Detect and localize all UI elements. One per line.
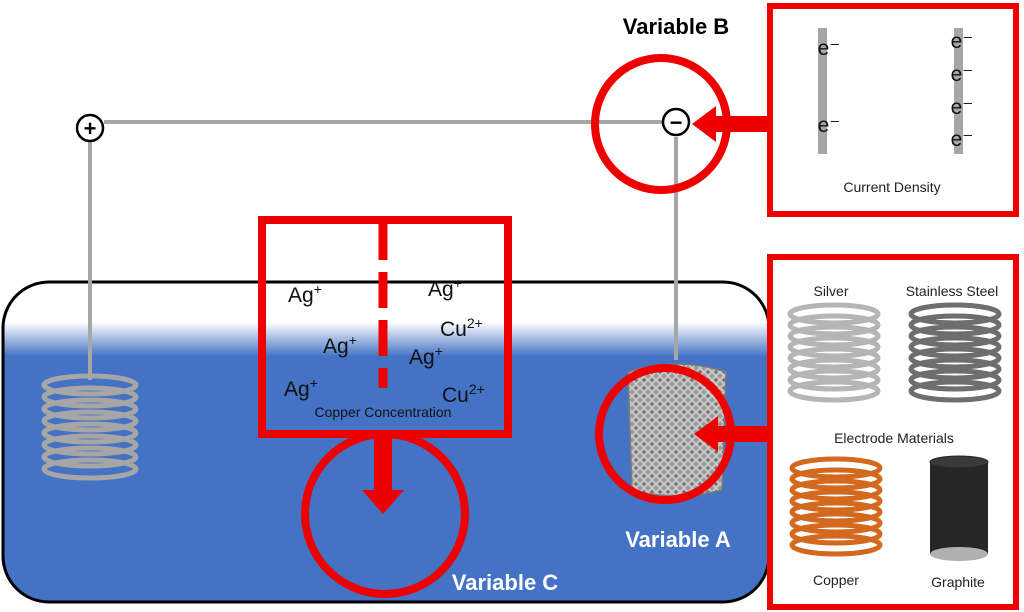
current-density-caption: Current Density <box>843 179 940 195</box>
positive-symbol: + <box>84 116 97 141</box>
current-density-panel: e⁻e⁻ e⁻e⁻e⁻e⁻ Current Density <box>767 3 1019 217</box>
high-density-electrode <box>954 28 963 154</box>
variable-b-highlight: Variable B <box>591 14 768 194</box>
variable-a-highlight: Variable A <box>595 364 770 552</box>
negative-symbol: − <box>670 110 683 135</box>
copper-concentration-caption: Copper Concentration <box>315 404 452 420</box>
material-label-stainless-steel: Stainless Steel <box>906 283 999 299</box>
low-density-electrode <box>818 28 827 154</box>
variable-b-arrow <box>692 106 768 142</box>
material-label-graphite: Graphite <box>931 574 985 590</box>
electrode-materials-panel: Silver Stainless Steel Electrode Materia… <box>767 254 1019 610</box>
ion-label: Cu2+ <box>440 315 483 341</box>
anode-coil <box>41 373 139 481</box>
silver-coil <box>787 302 881 403</box>
electron-label: e⁻ <box>818 114 841 137</box>
right-compartment-ions: Ag+Cu2+Ag+Cu2+ <box>409 275 485 407</box>
variable-c-highlight: Ag+Ag+Ag+ Ag+Cu2+Ag+Cu2+ Copper Concentr… <box>258 216 559 598</box>
electrode-materials-caption: Electrode Materials <box>834 430 954 446</box>
electron-label: e⁻ <box>951 128 974 151</box>
material-label-copper: Copper <box>813 572 859 588</box>
electron-label: e⁻ <box>951 63 974 86</box>
graphite-rod <box>929 455 989 561</box>
variable-c-arrow <box>362 438 404 514</box>
variable-b-label: Variable B <box>623 14 729 39</box>
stainless-steel-coil <box>908 302 1002 403</box>
circuit-wires <box>88 120 678 380</box>
variable-a-arrow <box>694 416 770 452</box>
ion-label: Ag+ <box>409 343 443 369</box>
high-density-electrons: e⁻ e⁻ e⁻ e⁻ <box>951 30 974 151</box>
ion-label: Cu2+ <box>442 381 485 407</box>
negative-terminal: − <box>661 107 691 137</box>
electron-label: e⁻ <box>951 30 974 53</box>
low-density-electrons: e⁻ e⁻ <box>818 37 841 137</box>
material-label-silver: Silver <box>813 283 848 299</box>
ion-label: Ag+ <box>284 375 318 401</box>
variable-a-label: Variable A <box>625 527 731 552</box>
copper-coil <box>789 456 883 557</box>
left-compartment-ions: Ag+Ag+Ag+ <box>284 281 357 401</box>
variable-c-label: Variable C <box>452 570 559 595</box>
electron-label: e⁻ <box>951 96 974 119</box>
ion-label: Ag+ <box>428 275 462 301</box>
ion-label: Ag+ <box>323 332 357 358</box>
positive-terminal: + <box>75 113 105 143</box>
variable-c-circle <box>301 430 469 598</box>
electron-label: e⁻ <box>818 37 841 60</box>
ion-label: Ag+ <box>288 281 322 307</box>
